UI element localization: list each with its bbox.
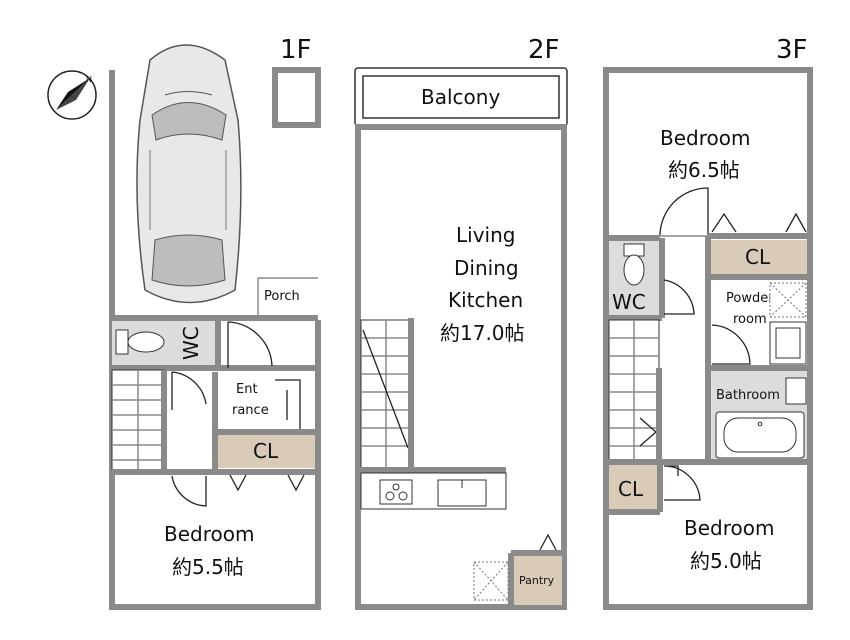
pantry-label: Pantry: [519, 574, 555, 587]
closet2-label-3f: CL: [618, 477, 644, 501]
washer-box: [769, 282, 807, 318]
svg-text:N: N: [86, 75, 92, 84]
ldk-size: 約17.0帖: [440, 321, 525, 345]
ldk-label-line2: Dining: [454, 256, 519, 280]
closet-label-1f: CL: [253, 439, 279, 463]
bedroom1-size-3f: 約6.5帖: [668, 158, 740, 182]
closet1-label-3f: CL: [745, 245, 771, 269]
car-icon: [136, 44, 242, 304]
toilet-icon: [115, 329, 165, 355]
ldk-label-line1: Living: [456, 223, 515, 247]
porch-label: Porch: [264, 289, 300, 304]
bedroom2-label-3f: Bedroom: [684, 516, 774, 540]
entrance-label-line2: rance: [232, 403, 269, 418]
balcony-label: Balcony: [421, 85, 500, 109]
sink-icon: [769, 321, 807, 365]
bedroom2-size-3f: 約5.0帖: [690, 549, 762, 573]
floor-3f: 3F Bedroom 約6.5帖 CL WC Powder room: [603, 35, 813, 610]
bathroom-label: Bathroom: [716, 388, 780, 403]
floor-title-2f: 2F: [528, 35, 560, 65]
wc-label-1f: WC: [179, 326, 203, 360]
entrance-label-line1: Ent: [236, 382, 258, 397]
wc-label-3f: WC: [612, 290, 646, 314]
floor-2f: 2F Balcony Living Dining Kitchen 約17.0帖: [354, 35, 568, 610]
pantry-box: [473, 561, 509, 601]
floor-title-3f: 3F: [776, 35, 808, 65]
floor-title-1f: 1F: [280, 35, 312, 65]
bathtub-icon: [715, 411, 805, 459]
floor-1f: 1F Porch WC: [109, 35, 321, 610]
stairs-3f: [608, 319, 660, 461]
powder-label-line1: Powder: [726, 291, 774, 306]
bedroom1-label-3f: Bedroom: [660, 126, 750, 150]
bedroom-size-1f: 約5.5帖: [172, 555, 244, 579]
bedroom-label-1f: Bedroom: [164, 522, 254, 546]
stairs-2f: [360, 319, 412, 469]
kitchen-counter: [360, 472, 507, 510]
stairs-1f: [111, 369, 165, 471]
ldk-label-line3: Kitchen: [448, 288, 523, 312]
compass-icon: N: [47, 70, 97, 120]
toilet-icon-3f: [623, 243, 645, 286]
powder-label-line2: room: [733, 312, 767, 327]
